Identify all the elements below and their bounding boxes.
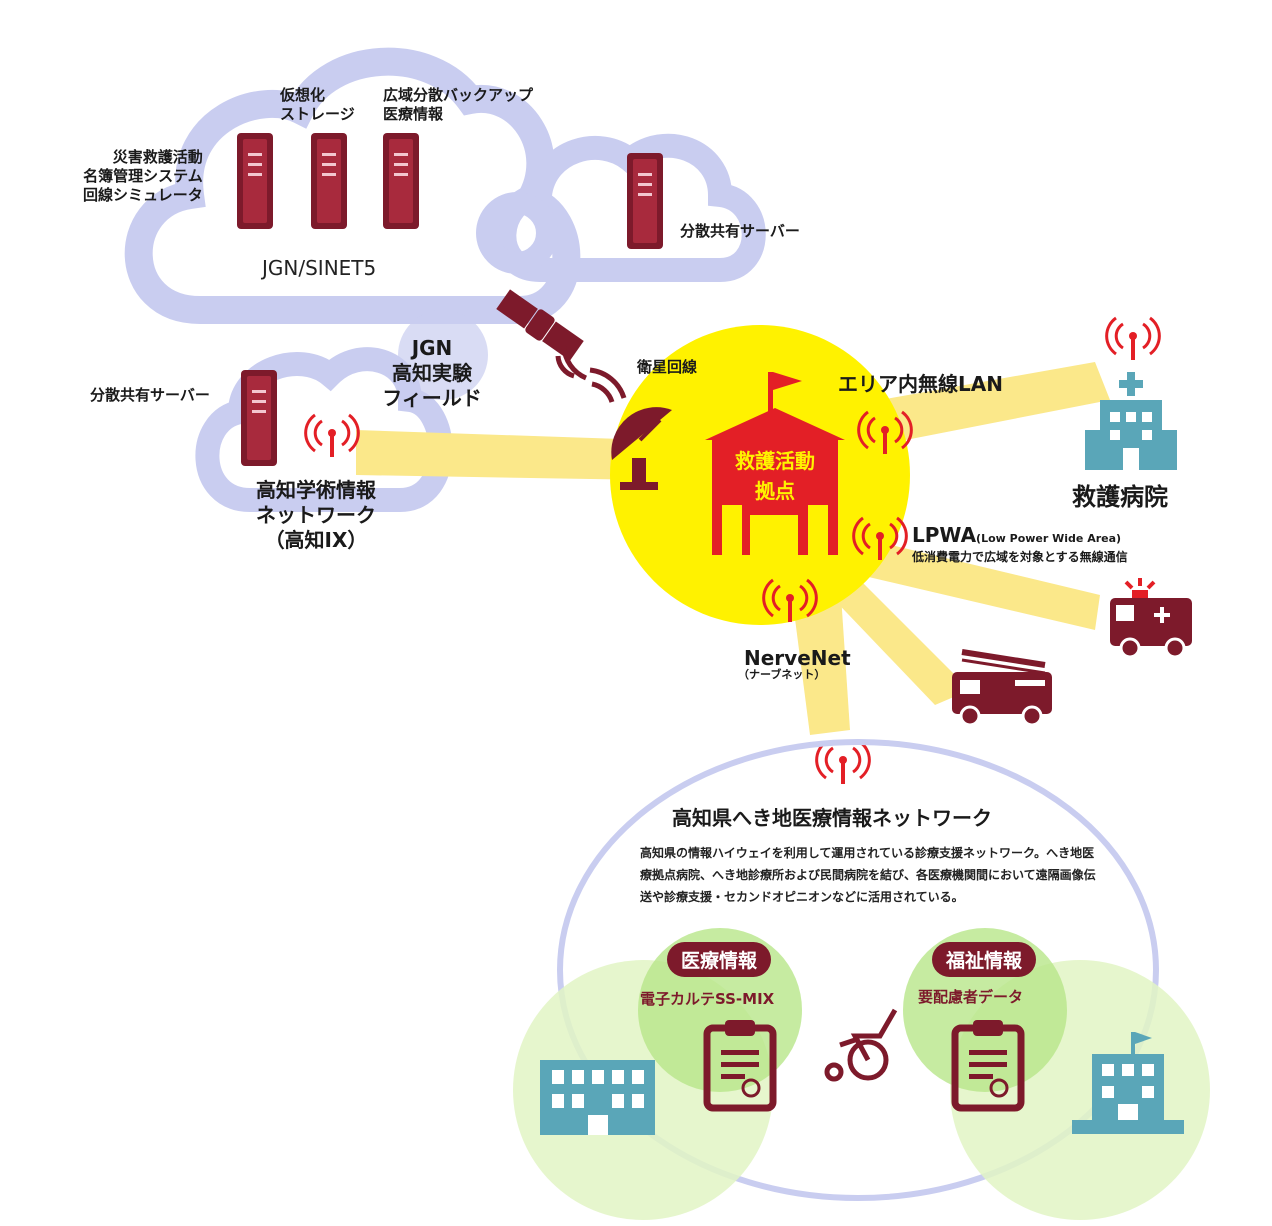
medical-info-pill: 医療情報 <box>667 942 772 977</box>
ambulance-icon <box>1110 578 1192 659</box>
lpwa-title: LPWA(Low Power Wide Area) <box>912 523 1121 548</box>
cloud-name: JGN/SINET5 <box>262 256 377 280</box>
wireless-lan-label: エリア内無線LAN <box>838 372 1003 396</box>
backup-label: 広域分散バックアップ 医療情報 <box>383 86 534 123</box>
relief-base-house-icon <box>705 372 845 555</box>
fire-truck-icon <box>952 649 1052 727</box>
welfare-info-pill: 福祉情報 <box>932 942 1037 977</box>
lpwa-desc: 低消費電力で広域を対象とする無線通信 <box>912 550 1128 564</box>
satellite-line-label: 衛星回線 <box>637 358 698 376</box>
shared-server-right-label: 分散共有サーバー <box>680 222 800 240</box>
base-name-label: 救護活動 拠点 <box>735 449 815 503</box>
kochi-network-ring <box>557 739 1159 1201</box>
cloud-systems-label: 災害救護活動 名簿管理システム 回線シミュレータ <box>83 148 203 204</box>
nervenet-title: NerveNet <box>744 646 851 670</box>
signal-beams <box>356 362 1110 735</box>
kochi-network-title: 高知県へき地医療情報ネットワーク <box>672 806 992 830</box>
shared-server-left-label: 分散共有サーバー <box>90 386 210 404</box>
lpwa-title-text: LPWA <box>912 523 977 547</box>
satellite-icon <box>496 289 584 361</box>
kochi-ix-label: 高知学術情報 ネットワーク （高知IX） <box>256 478 376 552</box>
kochi-network-desc: 高知県の情報ハイウェイを利用して運用されている診療支援ネットワーク。へき地医療拠… <box>640 846 1096 905</box>
medical-info-label: 電子カルテSS-MIX <box>640 990 775 1008</box>
nervenet-sub: （ナーブネット） <box>738 668 826 681</box>
cloud-link-ring <box>476 192 558 274</box>
virtual-storage-label: 仮想化 ストレージ <box>280 86 355 123</box>
wheelchair-icon <box>824 1008 898 1082</box>
jgn-field-bubble <box>398 310 488 400</box>
hospital-label: 救護病院 <box>1072 483 1168 511</box>
jgn-field-label: JGN 高知実験 フィールド <box>382 336 482 410</box>
welfare-info-label: 要配慮者データ <box>918 988 1024 1006</box>
lpwa-paren: (Low Power Wide Area) <box>976 532 1122 545</box>
satellite-dish-icon <box>611 407 672 490</box>
